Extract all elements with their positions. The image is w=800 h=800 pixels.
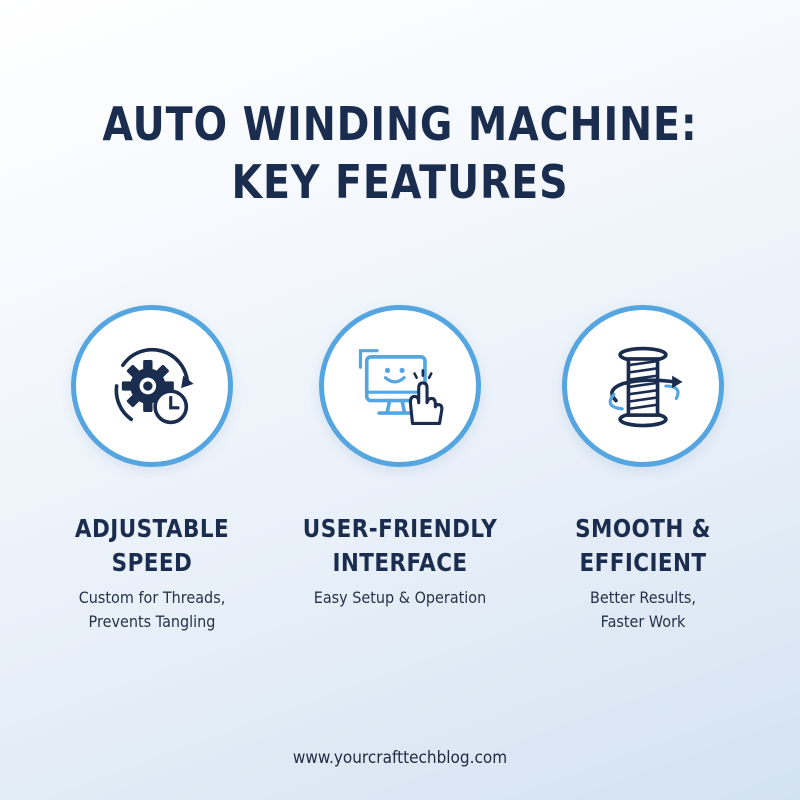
feature-title: SMOOTH & EFFICIENT xyxy=(575,514,711,577)
feature-icon-circle xyxy=(71,305,233,467)
monitor-touch-icon xyxy=(358,349,444,425)
feature-description: Custom for Threads, Prevents Tangling xyxy=(78,588,226,631)
feature-icon-circle xyxy=(319,305,481,467)
feature-user-friendly-interface: USER-FRIENDLY INTERFACE Easy Setup & Ope… xyxy=(300,305,500,610)
gear-clock-icon xyxy=(114,347,194,425)
feature-title: USER-FRIENDLY INTERFACE xyxy=(302,514,498,577)
page-title: AUTO WINDING MACHINE: KEY FEATURES xyxy=(56,95,744,211)
feature-description: Easy Setup & Operation xyxy=(313,588,487,607)
feature-smooth-efficient: SMOOTH & EFFICIENT Better Results, Faste… xyxy=(543,305,743,634)
title-line-2: KEY FEATURES xyxy=(231,155,569,209)
thread-spool-icon xyxy=(608,346,683,428)
title-line-1: AUTO WINDING MACHINE: xyxy=(102,97,698,151)
feature-icon-circle xyxy=(562,305,724,467)
feature-description: Better Results, Faster Work xyxy=(590,588,696,631)
footer-url: www.yourcrafttechblog.com xyxy=(292,748,508,768)
feature-title: ADJUSTABLE SPEED xyxy=(74,514,230,577)
feature-adjustable-speed: ADJUSTABLE SPEED Custom for Threads, Pre… xyxy=(52,305,252,634)
